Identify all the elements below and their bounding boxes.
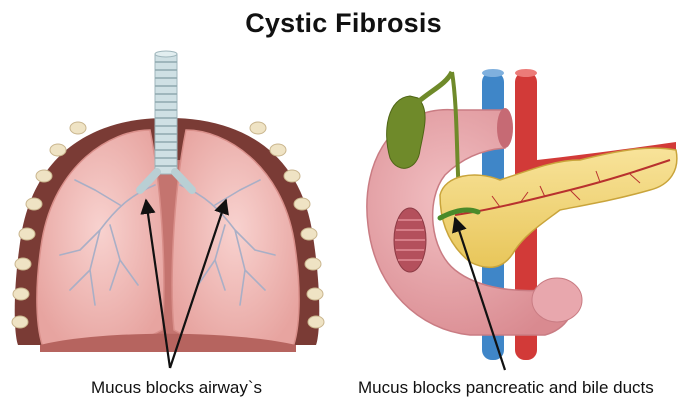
digestive-caption: Mucus blocks pancreatic and bile ducts bbox=[358, 378, 654, 398]
lungs-illustration bbox=[12, 51, 324, 368]
digestive-illustration bbox=[367, 69, 677, 370]
lungs-caption: Mucus blocks airway`s bbox=[91, 378, 262, 398]
pancreas bbox=[440, 148, 677, 267]
